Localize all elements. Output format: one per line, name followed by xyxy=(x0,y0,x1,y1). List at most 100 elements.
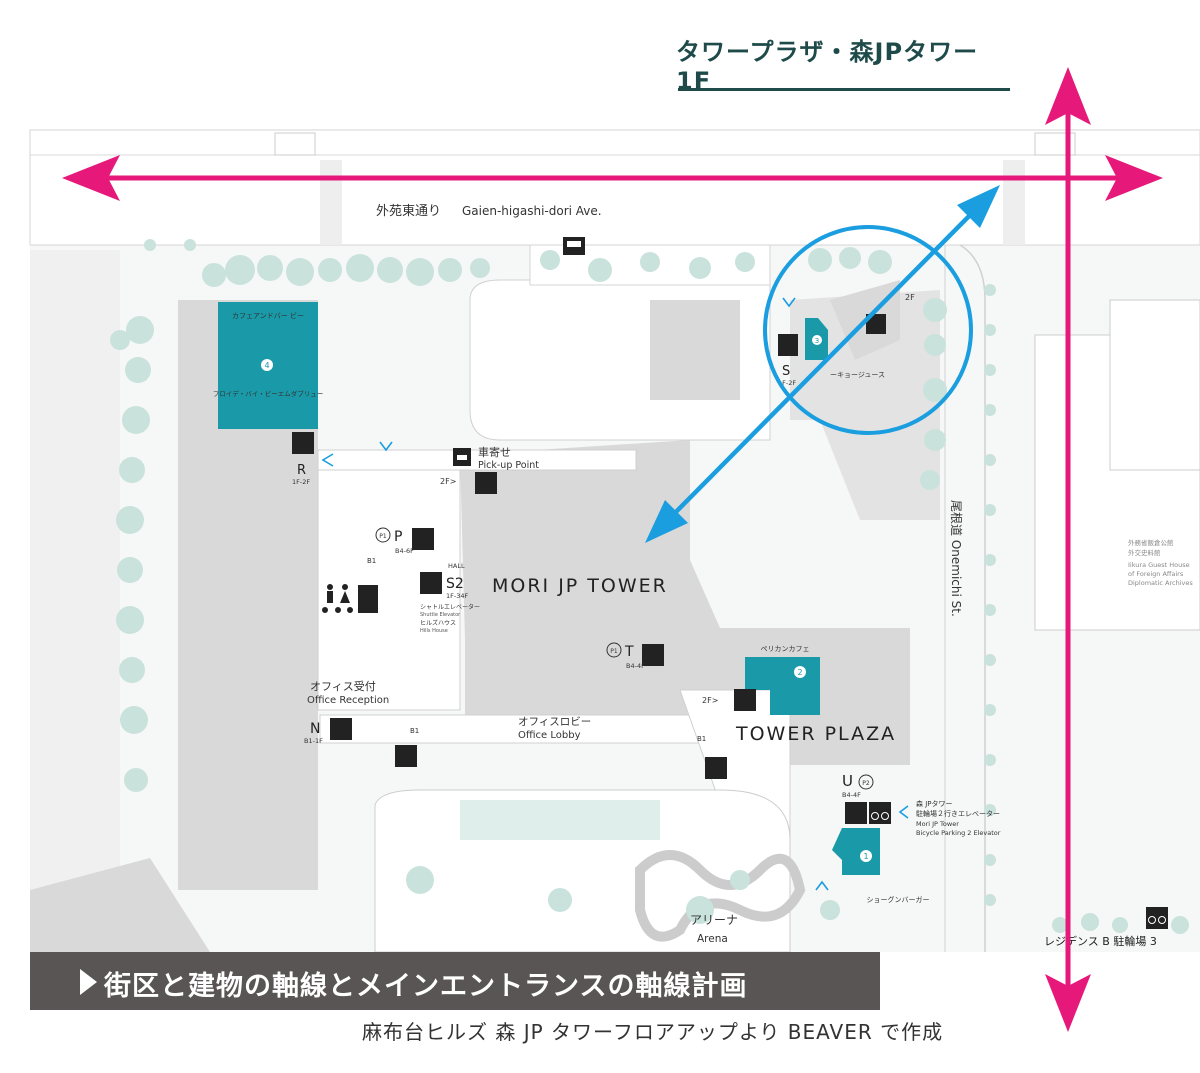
svg-text:B1: B1 xyxy=(410,727,419,735)
elevator-n-label: N xyxy=(310,721,320,737)
svg-text:B1: B1 xyxy=(697,735,706,743)
elevator-r-floors: 1F-2F xyxy=(292,478,310,486)
shop-3-label: ーキョージュース xyxy=(830,371,885,379)
arena-jp: アリーナ xyxy=(690,913,738,927)
block-axis-arrow-south xyxy=(1045,974,1091,1032)
svg-text:外務省飯倉公館: 外務省飯倉公館 xyxy=(1128,538,1174,547)
hills-house-label-en: Hills House xyxy=(420,628,448,634)
entrance-axis-arrow-ne xyxy=(957,185,1000,228)
car-icon-body xyxy=(457,455,467,460)
shuttle-label-en: Shuttle Elevator xyxy=(420,612,461,618)
left-edge-area xyxy=(30,250,120,950)
office-lobby-en: Office Lobby xyxy=(518,730,581,741)
left-bottom-building xyxy=(30,858,210,952)
svg-text:Mori JP Tower: Mori JP Tower xyxy=(916,820,959,828)
caption-text: 街区と建物の軸線とメインエントランスの軸線計画 xyxy=(104,971,748,1002)
elevator-t-badge xyxy=(606,642,622,658)
shop-1-badge xyxy=(860,850,872,862)
escalator-icon-2 xyxy=(866,314,886,334)
escalator-icon-5 xyxy=(395,745,417,767)
bicycle-icon xyxy=(869,802,891,824)
cafe-bar-label: カフェアンドバー ビー xyxy=(232,311,304,320)
shop-2-label: ペリカンカフェ xyxy=(761,645,810,653)
arena-en: Arena xyxy=(697,933,728,945)
bus-icon-window xyxy=(567,241,581,247)
bicycle-wheel-2 xyxy=(881,812,889,820)
elevator-s2-icon xyxy=(420,572,442,594)
svg-text:B1: B1 xyxy=(367,557,376,565)
elevator-p-badge-text: P1 xyxy=(379,533,387,540)
entrance-axis-arrow-sw xyxy=(645,500,688,543)
crosswalk-left xyxy=(320,160,342,245)
title-underline xyxy=(678,88,1010,91)
shop-3-badge xyxy=(812,335,822,345)
elevator-p-label: P xyxy=(394,529,402,545)
escalator-icon-3 xyxy=(358,585,378,613)
svg-text:Diplomatic Archives: Diplomatic Archives xyxy=(1128,579,1193,587)
escalator-icon-1 xyxy=(475,472,497,494)
shop-4-name: フロイデ・バイ・ビーエムダブリュー xyxy=(213,389,324,398)
svg-text:2F: 2F xyxy=(905,293,915,302)
elevator-s2-label: S2 xyxy=(446,576,464,592)
entrance-r xyxy=(321,453,334,467)
shop-4-badge xyxy=(261,359,273,371)
elevator-p-icon xyxy=(412,528,434,550)
map-title: タワープラザ・森JPタワー 1F xyxy=(676,38,979,95)
caption-bar xyxy=(30,952,880,1010)
street-label-en: Gaien-higashi-dori Ave. xyxy=(462,204,602,218)
driveway-island xyxy=(650,300,740,400)
elevator-n-floors: B1-1F xyxy=(304,737,323,745)
shuttle-label-jp: シャトルエレベーター xyxy=(420,603,480,611)
escalator-icon-4 xyxy=(734,689,756,711)
svg-text:Iikura Guest House: Iikura Guest House xyxy=(1128,561,1190,569)
svg-text:駐輪場２行きエレベーター: 駐輪場２行きエレベーター xyxy=(916,809,1000,818)
elevator-t-badge-text: P1 xyxy=(610,648,618,655)
arena-pond xyxy=(460,800,660,840)
shop-1[interactable] xyxy=(832,828,880,875)
elevator-n-icon xyxy=(330,718,352,740)
corridor-top xyxy=(317,449,637,471)
arena-path xyxy=(635,850,806,942)
shop-2-badge xyxy=(794,666,806,678)
elevators: R 1F-2F S 1F-2F P1 P B4-6F HALL S2 1F-34… xyxy=(292,334,1168,929)
elevator-u-icon xyxy=(845,802,867,824)
entrance-top xyxy=(379,441,393,452)
entrance-markers xyxy=(321,297,909,891)
foreign-ministry-labels: 外務省飯倉公館 外交史料館 Iikura Guest House of Fore… xyxy=(1128,538,1193,587)
shop-1-number: 1 xyxy=(863,852,868,861)
entrance-circle xyxy=(763,225,973,435)
onemichi-label: 尾根道 Onemichi St. xyxy=(949,500,963,617)
pickup-label-en: Pick-up Point xyxy=(478,460,539,471)
elevator-p-floors: B4-6F xyxy=(395,547,414,555)
tower-plaza-label: TOWER PLAZA xyxy=(735,723,896,745)
office-reception-en: Office Reception xyxy=(307,695,389,706)
hills-house-label-jp: ヒルズハウス xyxy=(420,619,456,627)
block-axis-arrow-north xyxy=(1045,67,1091,125)
elevator-u-floors: B4-4F xyxy=(842,791,861,799)
play-triangle-icon xyxy=(80,969,97,995)
crosswalk-top-right xyxy=(1034,132,1076,156)
svg-text:of Foreign Affairs: of Foreign Affairs xyxy=(1128,570,1184,578)
shop-4-number: 4 xyxy=(264,361,269,370)
bicycle-elevator-labels: 森 JPタワー 駐輪場２行きエレベーター Mori JP Tower Bicyc… xyxy=(916,799,1001,837)
entrance-s xyxy=(782,297,796,308)
credit-text: 麻布台ヒルズ 森 JP タワーフロアアップより BEAVER で作成 xyxy=(362,1020,944,1044)
residence-bike-label: レジデンス B 駐輪場 3 xyxy=(1044,934,1157,948)
crosswalk-top-left xyxy=(274,132,316,156)
elevator-t-floors: B4-4F xyxy=(626,662,645,670)
elevator-r-icon xyxy=(292,432,314,454)
svg-text:森 JPタワー: 森 JPタワー xyxy=(916,799,953,808)
elevator-p-badge xyxy=(375,527,391,543)
onemichi-road-edge xyxy=(959,244,986,952)
office-reception-jp: オフィス受付 xyxy=(310,680,376,693)
entrance-bottom xyxy=(815,880,829,891)
svg-text:2F>: 2F> xyxy=(440,477,456,486)
trees xyxy=(110,239,1189,934)
elevator-t-icon xyxy=(642,644,664,666)
elevator-s-floors: 1F-2F xyxy=(778,379,796,387)
elevator-u-badge xyxy=(858,774,874,790)
elevator-u-label: U xyxy=(842,772,853,790)
svg-text:外交史料館: 外交史料館 xyxy=(1128,548,1161,557)
office-lobby-jp: オフィスロビー xyxy=(518,716,591,728)
